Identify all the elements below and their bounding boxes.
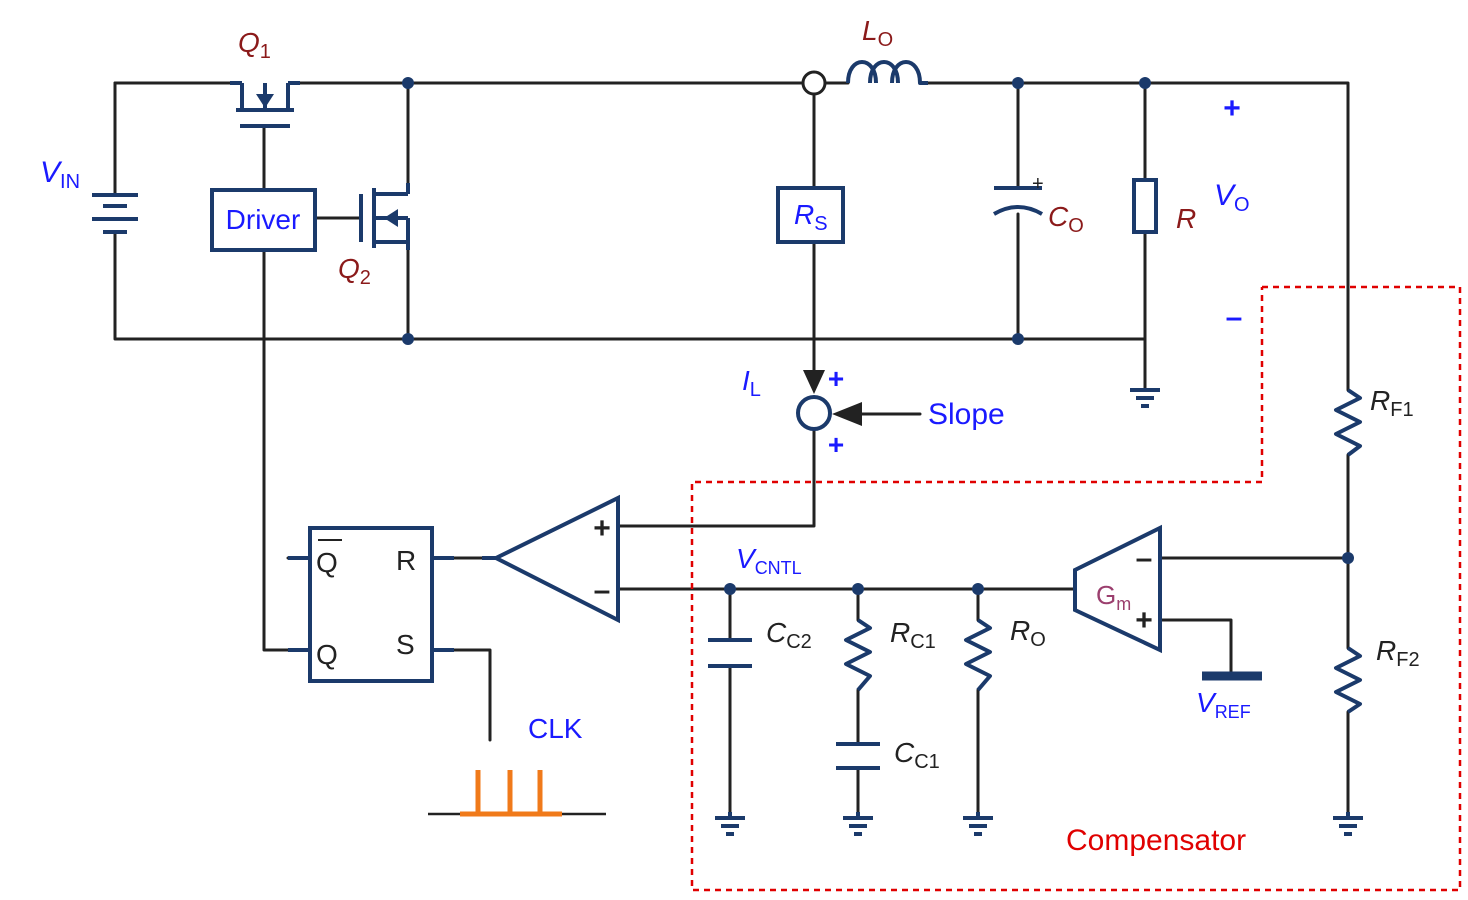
capacitor-cc1 [836, 742, 880, 770]
label-ff-r: R [396, 545, 416, 576]
label-ff-q: Q [316, 639, 338, 670]
label-vcntl: VCNTL [736, 543, 802, 578]
label-vo: VO [1214, 179, 1250, 216]
label-gm-minus: – [1136, 542, 1153, 575]
label-rc1: RC1 [890, 617, 936, 653]
resistor-rf1 [1334, 388, 1362, 457]
junction-dot [1139, 77, 1151, 89]
junction-dot [402, 333, 414, 345]
label-slope: Slope [928, 398, 1005, 431]
ground-icon [715, 812, 745, 836]
label-compensator: Compensator [1066, 824, 1246, 857]
label-rf2: RF2 [1376, 635, 1420, 671]
junction-dot [402, 77, 414, 89]
power-stage-wires [113, 81, 1350, 814]
il-arrow-icon [803, 370, 825, 394]
label-sum-plus-bottom: + [828, 429, 844, 460]
label-vo-plus: + [1223, 92, 1241, 125]
labels: VIN Q1 Q2 LO + CO R VO + – IL + + Slope … [40, 15, 1420, 857]
comparator [491, 494, 620, 624]
junction-dot [1012, 77, 1024, 89]
resistor-ro [964, 618, 992, 692]
mosfet-q2 [359, 183, 410, 250]
junction-dot [1342, 552, 1354, 564]
resistor-load-r [1132, 178, 1158, 234]
label-lo: LO [862, 15, 893, 51]
driver-block [210, 188, 317, 252]
capacitor-co [992, 186, 1044, 216]
junction-dot [852, 583, 864, 595]
label-q2: Q2 [338, 253, 371, 289]
inductor-lo [846, 60, 928, 85]
label-co-plus: + [1032, 173, 1044, 195]
capacitor-cc2 [708, 638, 752, 668]
mosfet-q1 [230, 81, 300, 128]
driver-label: Driver [226, 204, 301, 235]
ground-icon [963, 812, 993, 836]
label-r: R [1176, 203, 1196, 234]
ground-icon [843, 812, 873, 836]
label-vo-minus: – [1226, 301, 1243, 334]
label-ro: RO [1010, 615, 1046, 651]
ground-icon [1333, 812, 1363, 836]
label-q1: Q1 [238, 27, 271, 63]
label-ff-s: S [396, 629, 415, 660]
resistor-rf2 [1334, 646, 1362, 714]
junction-dots [402, 77, 1354, 595]
label-gm-plus: + [1135, 604, 1153, 637]
label-il: IL [742, 365, 761, 401]
ground-icon [1130, 388, 1160, 408]
label-rf1: RF1 [1370, 385, 1414, 421]
junction-dot [1012, 333, 1024, 345]
label-vref: VREF [1196, 687, 1251, 722]
label-ff-qbar: Q [316, 547, 338, 578]
current-sense-node [801, 70, 827, 96]
label-gm: Gm [1096, 580, 1131, 614]
label-vin: VIN [40, 156, 80, 193]
sr-flip-flop [308, 526, 434, 683]
label-comp-plus: + [593, 512, 611, 545]
junction-dot [724, 583, 736, 595]
slope-arrow-icon [832, 402, 862, 426]
rs-label: RS [794, 199, 828, 235]
label-cc1: CC1 [894, 737, 940, 773]
battery-vin [92, 193, 138, 234]
resistor-rc1 [844, 618, 872, 692]
label-clk: CLK [528, 713, 583, 744]
label-sum-plus-top: + [828, 363, 844, 394]
clock-pulses [460, 770, 562, 817]
label-comp-minus: – [594, 574, 611, 607]
label-cc2: CC2 [766, 617, 812, 653]
label-co: CO [1048, 201, 1084, 237]
summing-junction [796, 395, 832, 431]
gm-amplifier [1073, 524, 1162, 654]
junction-dot [972, 583, 984, 595]
ground-symbols [715, 388, 1363, 836]
rs-block [776, 186, 845, 244]
compensator-boundary [690, 285, 1462, 892]
